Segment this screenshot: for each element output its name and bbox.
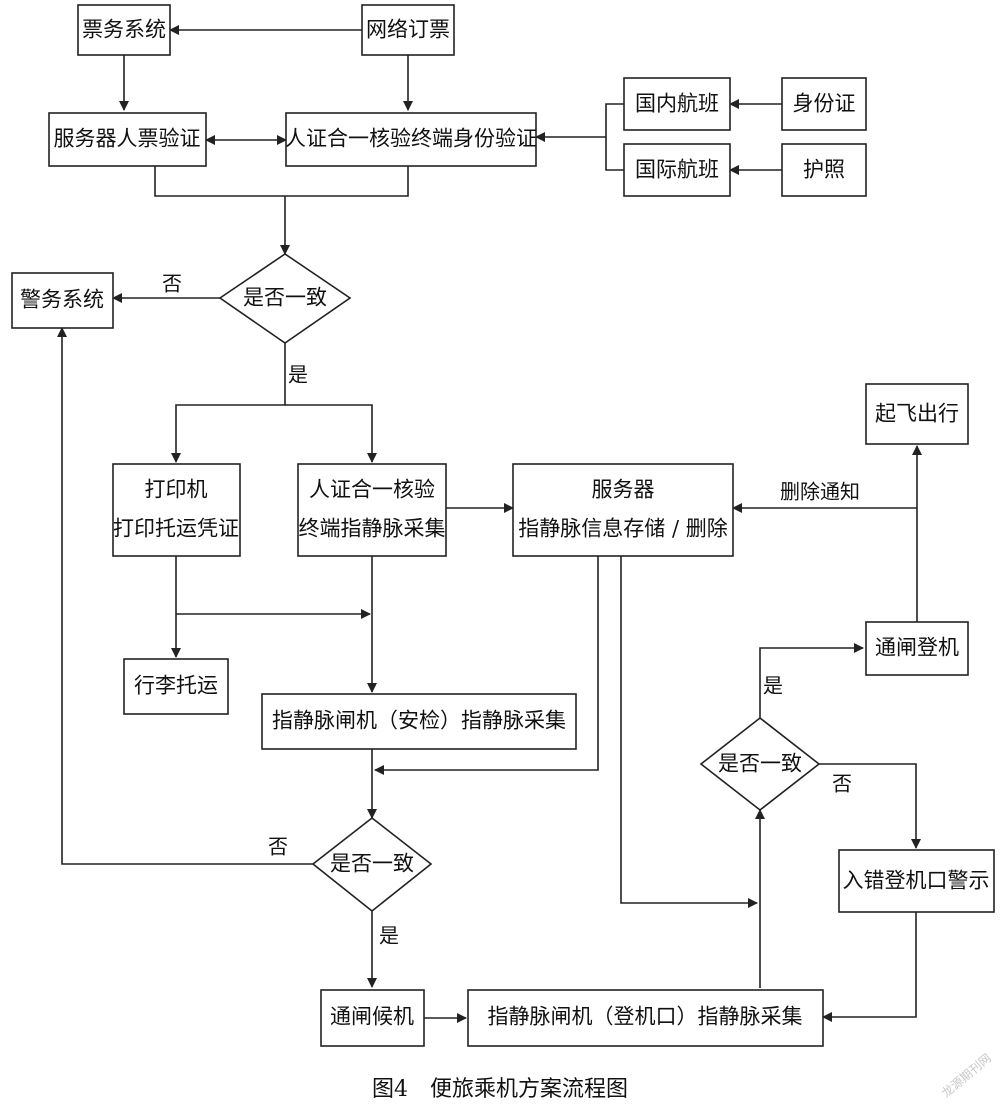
node-decision-3-label: 是否一致 <box>718 752 802 776</box>
node-domestic-flight-label: 国内航班 <box>635 92 719 116</box>
node-international-flight: 国际航班 <box>623 143 731 197</box>
arrow-server-to-security-path <box>374 556 599 775</box>
arrow-decision2-no-to-police <box>57 327 313 865</box>
figure-caption: 图4 便旅乘机方案流程图 <box>372 1077 628 1102</box>
node-server-line2: 指静脉信息存储 / 删除 <box>518 517 727 541</box>
node-baggage-label: 行李托运 <box>134 674 218 698</box>
node-gate-wait-label: 通闸候机 <box>330 1005 414 1029</box>
node-ticket-system: 票务系统 <box>77 4 171 56</box>
arrow-decision1-yes-to-terminal-collect <box>285 404 377 463</box>
node-domestic-flight: 国内航班 <box>623 77 731 131</box>
node-decision-2: 是否一致 <box>311 816 433 913</box>
node-police-system-label: 警务系统 <box>20 288 104 312</box>
node-id-card: 身份证 <box>781 77 867 131</box>
arrow-decision3-no-to-alert <box>819 763 921 849</box>
edge-label-yes-2: 是 <box>379 924 399 948</box>
node-police-system: 警务系统 <box>11 272 114 329</box>
node-ticket-system-label: 票务系统 <box>82 18 166 42</box>
node-server-ticket-verify: 服务器人票验证 <box>48 112 207 167</box>
node-printer-line2: 打印托运凭证 <box>113 517 239 541</box>
node-decision-1: 是否一致 <box>218 253 352 344</box>
edge-label-no-3: 否 <box>832 772 852 796</box>
node-international-flight-label: 国际航班 <box>635 158 719 182</box>
node-terminal-collect: 人证合一核验 终端指静脉采集 <box>297 463 447 557</box>
node-terminal-collect-line2: 终端指静脉采集 <box>299 517 446 541</box>
node-boarding-gate-collect: 指静脉闸机（登机口）指静脉采集 <box>467 989 824 1047</box>
node-printer-line1: 打印机 <box>145 478 208 502</box>
node-online-booking: 网络订票 <box>361 4 455 56</box>
node-boarding-gate-collect-label: 指静脉闸机（登机口）指静脉采集 <box>488 1005 803 1029</box>
watermark-text: 龙源期刊网 <box>939 1051 994 1100</box>
arrow-server-to-boarding-path <box>620 556 758 908</box>
edge-label-delete-notice: 删除通知 <box>780 480 860 504</box>
edge-label-yes-3: 是 <box>763 674 783 698</box>
node-server-ticket-verify-label: 服务器人票验证 <box>54 127 201 151</box>
node-online-booking-label: 网络订票 <box>366 18 450 42</box>
node-takeoff-label: 起飞出行 <box>875 402 959 426</box>
node-takeoff: 起飞出行 <box>865 383 969 445</box>
node-gate-wait: 通闸候机 <box>320 989 425 1047</box>
node-id-card-label: 身份证 <box>793 92 856 116</box>
node-terminal-id-verify-label: 人证合一核验终端身份验证 <box>285 127 537 151</box>
node-security-gate: 指静脉闸机（安检）指静脉采集 <box>261 693 577 750</box>
node-baggage: 行李托运 <box>123 658 229 715</box>
arrow-decision3-yes-to-gate-board <box>759 643 864 718</box>
merge-verify-boxes <box>154 166 409 197</box>
node-printer: 打印机 打印托运凭证 <box>112 463 241 557</box>
node-wrong-gate-alert: 入错登机口警示 <box>838 849 995 913</box>
edge-label-yes-1: 是 <box>288 363 308 387</box>
node-wrong-gate-alert-label: 入错登机口警示 <box>843 869 990 893</box>
edge-label-no-1: 否 <box>162 272 182 296</box>
node-server: 服务器 指静脉信息存储 / 删除 <box>512 463 734 557</box>
node-terminal-id-verify: 人证合一核验终端身份验证 <box>285 112 537 167</box>
node-security-gate-label: 指静脉闸机（安检）指静脉采集 <box>272 709 566 733</box>
arrow-decision1-yes-to-printer <box>171 343 286 463</box>
node-terminal-collect-line1: 人证合一核验 <box>309 478 435 502</box>
edge-label-no-2: 否 <box>268 835 288 859</box>
bracket-flights <box>605 103 624 171</box>
node-gate-board: 通闸登机 <box>865 621 969 676</box>
node-passport-label: 护照 <box>803 158 845 182</box>
node-decision-2-label: 是否一致 <box>330 852 414 876</box>
node-passport: 护照 <box>781 143 867 197</box>
node-decision-1-label: 是否一致 <box>243 286 327 310</box>
arrow-alert-to-boarding-collect <box>822 912 917 1022</box>
node-gate-board-label: 通闸登机 <box>875 636 959 660</box>
node-server-line1: 服务器 <box>592 478 655 502</box>
node-decision-3: 是否一致 <box>699 716 821 812</box>
connectors <box>57 25 922 1023</box>
